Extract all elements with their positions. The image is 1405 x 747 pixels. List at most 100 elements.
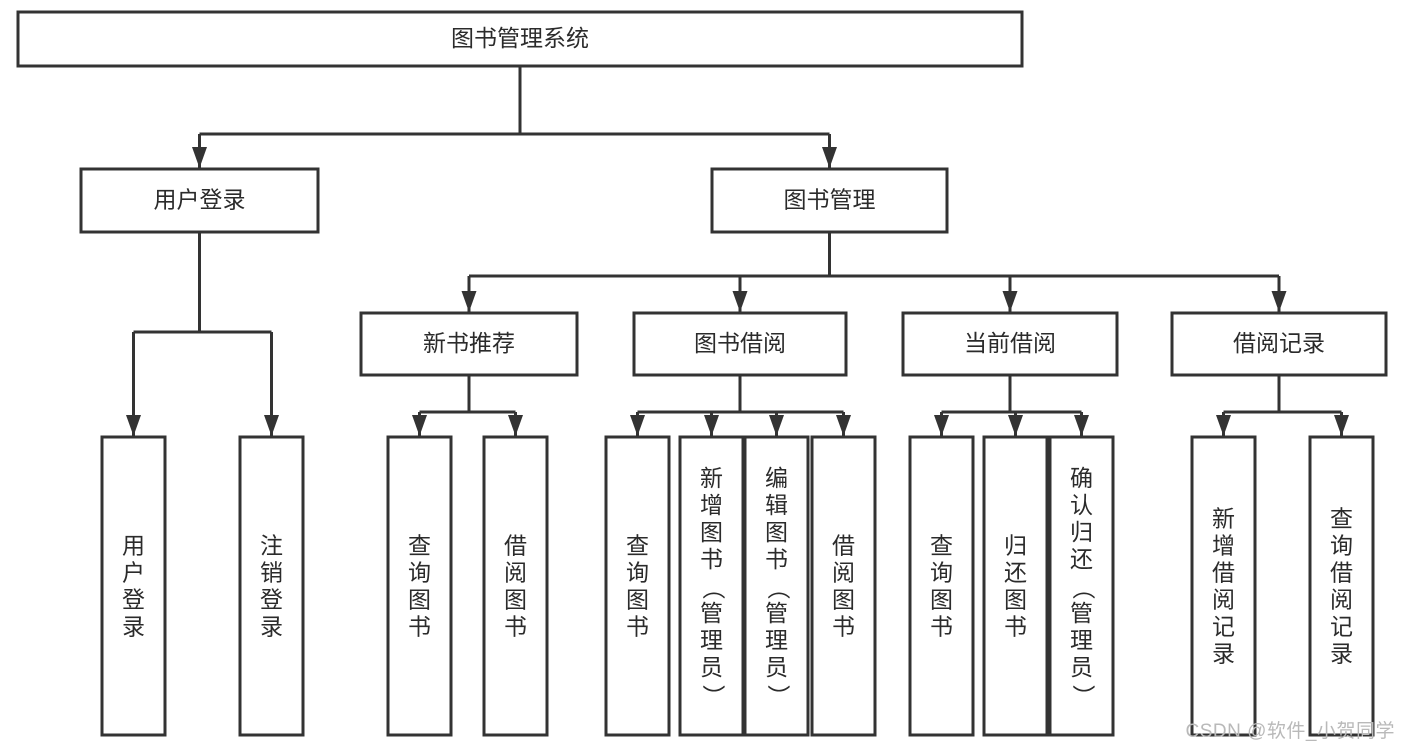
node-leaf-user-login[interactable]: 用户登录用户登录 [100, 435, 167, 737]
node-box [1190, 435, 1257, 737]
node-book-borrow[interactable]: 图书借阅 [632, 311, 848, 377]
arrow-head-icon [1334, 415, 1349, 436]
arrow-head-icon [1216, 415, 1231, 436]
node-box [982, 435, 1049, 737]
node-label-char: 录 [1330, 641, 1353, 667]
node-new-book-recommend[interactable]: 新书推荐 [359, 311, 579, 377]
node-label: 当前借阅 [964, 330, 1056, 356]
node-box [632, 311, 848, 377]
node-label-char: 新 [700, 465, 723, 491]
node-leaf-query-book-3[interactable]: 查询图书查询图书 [908, 435, 975, 737]
node-label-char: 登 [260, 587, 283, 613]
node-box-layer: 图书管理系统用户登录图书管理新书推荐图书借阅当前借阅借阅记录用户登录用户登录注销… [16, 10, 1388, 737]
node-leaf-borrow-book-2[interactable]: 借阅图书借阅图书 [810, 435, 877, 737]
node-leaf-borrow-book-1[interactable]: 借阅图书借阅图书 [482, 435, 549, 737]
node-leaf-query-book-1[interactable]: 查询图书查询图书 [386, 435, 453, 737]
node-label-char: 阅 [504, 560, 527, 586]
node-box [100, 435, 167, 737]
node-label-char: 登 [122, 587, 145, 613]
node-box [359, 311, 579, 377]
node-label-char: 询 [930, 560, 953, 586]
node-label-char: 员 [700, 654, 723, 680]
arrow-head-icon [461, 291, 477, 312]
node-label-char: 录 [260, 614, 283, 640]
node-label-char: 阅 [1212, 587, 1235, 613]
node-label-char: 增 [1212, 533, 1235, 559]
arrow-head-icon [1074, 415, 1089, 436]
node-label-char: 新 [1212, 506, 1235, 532]
node-leaf-add-borrow-record[interactable]: 新增借阅记录新增借阅记录 [1190, 435, 1257, 737]
node-leaf-query-borrow-record[interactable]: 查询借阅记录查询借阅记录 [1308, 435, 1375, 737]
node-label-char: 销 [260, 560, 283, 586]
node-label-char: 员 [765, 654, 788, 680]
node-label-char: 询 [626, 560, 649, 586]
node-current-borrow[interactable]: 当前借阅 [901, 311, 1119, 377]
node-label-char: 图 [626, 587, 649, 613]
node-box [710, 167, 949, 234]
node-label-char: 图 [930, 587, 953, 613]
node-box [238, 435, 305, 737]
node-label-char: 借 [504, 533, 527, 559]
arrow-head-icon [508, 415, 523, 436]
node-root[interactable]: 图书管理系统 [16, 10, 1024, 68]
node-label-char: 查 [626, 533, 649, 559]
node-label-char: 询 [1330, 533, 1353, 559]
arrow-head-icon [126, 415, 141, 436]
node-borrow-records[interactable]: 借阅记录 [1170, 311, 1388, 377]
node-box [386, 435, 453, 737]
node-box [16, 10, 1024, 68]
node-label-char: 阅 [832, 560, 855, 586]
node-label-char: 确 [1070, 465, 1093, 491]
node-box [901, 311, 1119, 377]
node-leaf-query-book-2[interactable]: 查询图书查询图书 [604, 435, 671, 737]
node-leaf-logout-login[interactable]: 注销登录注销登录 [238, 435, 305, 737]
node-label-char: 理 [765, 627, 788, 653]
node-label: 图书管理 [784, 187, 876, 213]
node-label-char: （ [765, 577, 791, 600]
node-user-login[interactable]: 用户登录 [79, 167, 320, 234]
node-label-char: 书 [408, 614, 431, 640]
node-label-char: 借 [1330, 560, 1353, 586]
node-label-char: 书 [832, 614, 855, 640]
node-label-char: 增 [700, 492, 723, 518]
node-label-char: 记 [1212, 614, 1235, 640]
node-box [604, 435, 671, 737]
node-book-management[interactable]: 图书管理 [710, 167, 949, 234]
arrow-head-icon [704, 415, 719, 436]
node-label-char: 录 [122, 614, 145, 640]
node-label: 新书推荐 [423, 330, 515, 356]
node-label-char: 书 [700, 546, 723, 572]
node-label-char: 书 [765, 546, 788, 572]
node-label-char: 查 [930, 533, 953, 559]
node-box [1308, 435, 1375, 737]
arrow-head-icon [732, 291, 748, 312]
node-label-char: 管 [700, 600, 723, 626]
arrow-head-icon [1008, 415, 1023, 436]
node-label-char: 归 [1004, 533, 1027, 559]
arrow-head-icon [836, 415, 851, 436]
node-label-char: 查 [1330, 506, 1353, 532]
node-label-char: 图 [765, 519, 788, 545]
node-leaf-return-book[interactable]: 归还图书归还图书 [982, 435, 1049, 737]
node-box [908, 435, 975, 737]
node-box [678, 435, 745, 737]
node-label-char: 图 [408, 587, 431, 613]
arrow-head-icon [934, 415, 949, 436]
node-label-char: 户 [122, 560, 145, 586]
node-label-char: 书 [930, 614, 953, 640]
node-label-char: 用 [122, 533, 145, 559]
node-label-char: 图 [832, 587, 855, 613]
node-label-char: 理 [700, 627, 723, 653]
node-label-char: 管 [765, 600, 788, 626]
node-label-char: 借 [1212, 560, 1235, 586]
arrow-head-icon [1002, 291, 1018, 312]
node-label-char: 注 [260, 533, 283, 559]
node-label-char: 管 [1070, 600, 1093, 626]
node-label-char: 辑 [765, 492, 788, 518]
node-box [1170, 311, 1388, 377]
node-box [79, 167, 320, 234]
